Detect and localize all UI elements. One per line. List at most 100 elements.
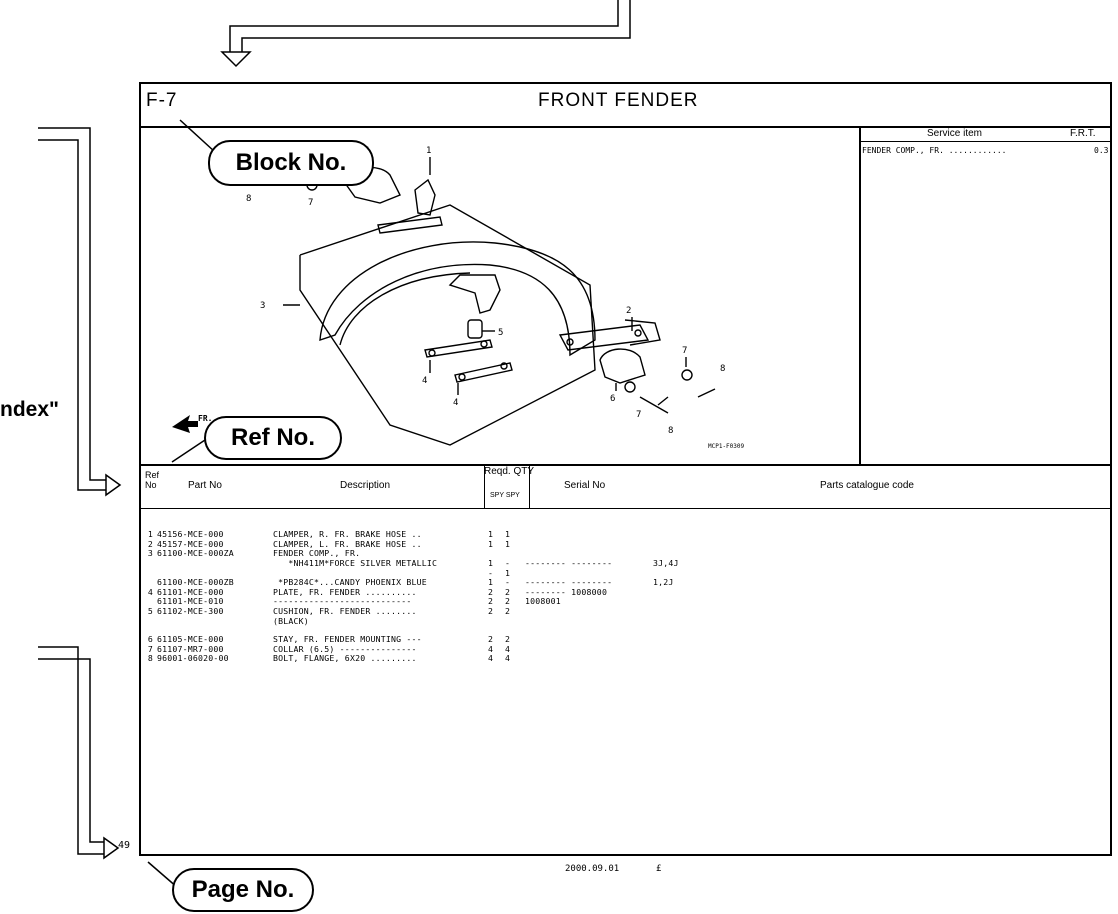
parts-q2-cell: 1 (505, 529, 511, 540)
svg-text:8: 8 (246, 194, 251, 204)
index-callout-fragment: ndex" (0, 398, 59, 421)
col-serial-no: Serial No (564, 480, 606, 491)
page-title: FRONT FENDER (538, 90, 699, 111)
parts-desc-cell: STAY, FR. FENDER MOUNTING --- (273, 634, 422, 645)
col-ref-no: Ref No (145, 470, 160, 490)
parts-q1-cell: 1 (488, 577, 494, 588)
col-part-no: Part No (188, 480, 222, 491)
parts-part-cell: 45157-MCE-000 (157, 538, 224, 549)
parts-desc-cell: *PB284C*...CANDY PHOENIX BLUE (273, 577, 427, 588)
page-number: 49 (118, 840, 131, 851)
parts-q2-cell: 4 (505, 643, 511, 654)
parts-desc-cell: COLLAR (6.5) --------------- (273, 643, 417, 654)
svg-text:3: 3 (260, 301, 265, 311)
frt-header: F.R.T. (1070, 128, 1096, 139)
parts-ref-cell: 6 (147, 634, 153, 645)
parts-q1-cell: 1 (488, 529, 494, 540)
parts-desc-cell: CLAMPER, R. FR. BRAKE HOSE .. (273, 529, 422, 540)
parts-desc-cell: (BLACK) (273, 615, 309, 626)
parts-q1-cell: 4 (488, 653, 494, 664)
parts-q1-cell: 2 (488, 634, 494, 645)
parts-q1-cell: 2 (488, 605, 494, 616)
table-row: 2 45157-MCE-000 CLAMPER, L. FR. BRAKE HOSE… (143, 538, 743, 550)
parts-part-cell: 61101-MCE-010 (157, 596, 224, 607)
svg-text:7: 7 (636, 410, 641, 420)
svg-text:8: 8 (720, 364, 725, 374)
ref-no-callout-label: Ref No. (231, 424, 315, 451)
parts-desc-cell: --------------------------- (273, 596, 412, 607)
parts-q2-cell: 4 (505, 653, 511, 664)
parts-ref-cell: 8 (147, 653, 153, 664)
parts-q2-cell: 2 (505, 596, 511, 607)
parts-part-cell: 61101-MCE-000 (157, 586, 224, 597)
parts-ref-cell: 1 (147, 529, 153, 540)
parts-part-cell: 61102-MCE-300 (157, 605, 224, 616)
svg-text:5: 5 (498, 328, 503, 338)
parts-desc-cell: CUSHION, FR. FENDER ........ (273, 605, 417, 616)
parts-part-cell: 61105-MCE-000 (157, 634, 224, 645)
svg-text:8: 8 (668, 426, 673, 436)
table-row: 6 61105-MCE-000 STAY, FR. FENDER MOUNTING … (143, 635, 743, 645)
parts-desc-cell: CLAMPER, L. FR. BRAKE HOSE .. (273, 538, 422, 549)
parts-list: 1 45156-MCE-000 CLAMPER, R. FR. BRAKE HOSE… (143, 511, 743, 674)
table-row: (BLACK) (143, 615, 743, 627)
table-row: 61100-MCE-000ZB *PB284C*...CANDY PHOENIX… (143, 578, 743, 588)
parts-serial-cell: 1008001 (525, 596, 561, 607)
col-reqd-qty: Reqd. QTY (484, 466, 535, 477)
parts-ref-cell: 3 (147, 548, 153, 559)
print-suffix: £ (656, 864, 662, 874)
svg-text:7: 7 (682, 346, 687, 356)
parts-q1-cell: - (488, 567, 494, 578)
table-row: 3 61100-MCE-000ZA FENDER COMP., FR. (143, 549, 743, 559)
block-code: F-7 (146, 90, 178, 111)
figure-code: MCP1-F0309 (708, 443, 745, 450)
parts-q2-cell: 1 (505, 567, 511, 578)
svg-text:1: 1 (426, 146, 431, 156)
col-qty-sub: SPY SPY (490, 492, 520, 499)
parts-desc-cell: BOLT, FLANGE, 6X20 ......... (273, 653, 417, 664)
catalog-page-frame (139, 82, 1112, 856)
page-no-callout: Page No. (172, 868, 314, 912)
block-no-callout: Block No. (208, 140, 374, 186)
svg-text:7: 7 (308, 198, 313, 208)
parts-part-cell: 45156-MCE-000 (157, 529, 224, 540)
parts-desc-cell: PLATE, FR. FENDER .......... (273, 586, 417, 597)
parts-ref-cell: 5 (147, 605, 153, 616)
table-row: *NH411M*FORCE SILVER METALLIC 1- -------- … (143, 557, 743, 569)
col-parts-catalogue-code: Parts catalogue code (820, 480, 914, 491)
parts-q1-cell: 1 (488, 538, 494, 549)
table-row: 1 45156-MCE-000 CLAMPER, R. FR. BRAKE HOSE… (143, 530, 743, 540)
table-row: 61101-MCE-010 ---------------------------… (143, 597, 743, 607)
parts-serial-cell: -------- -------- (525, 557, 613, 568)
parts-serial-cell: -------- -------- (525, 577, 613, 588)
col-description: Description (340, 480, 391, 491)
parts-q2-cell: - (505, 577, 511, 588)
parts-q2-cell: - (505, 557, 511, 568)
parts-q2-cell: 2 (505, 586, 511, 597)
svg-text:4: 4 (422, 376, 427, 386)
parts-q1-cell: 2 (488, 596, 494, 607)
parts-q2-cell: 1 (505, 538, 511, 549)
parts-ref-cell: 2 (147, 538, 153, 549)
parts-serial-cell: -------- 1008000 (525, 586, 608, 597)
table-row: -1 (143, 567, 743, 579)
parts-q1-cell: 1 (488, 557, 494, 568)
page-no-callout-label: Page No. (191, 876, 295, 903)
parts-part-cell: 61107-MR7-000 (157, 643, 224, 654)
parts-part-cell: 61100-MCE-000ZA (157, 548, 234, 559)
parts-q2-cell: 2 (505, 605, 511, 616)
parts-code-cell: 1,2J (653, 577, 674, 588)
parts-desc-cell: FENDER COMP., FR. (273, 548, 361, 559)
svg-text:6: 6 (610, 394, 615, 404)
svg-text:2: 2 (626, 306, 631, 316)
direction-label: FR. (198, 414, 213, 423)
svg-text:4: 4 (453, 398, 458, 408)
parts-code-cell: 3J,4J (653, 557, 679, 568)
service-item-header: Service item (927, 128, 983, 139)
print-date: 2000.09.01 (565, 864, 620, 874)
parts-desc-cell: *NH411M*FORCE SILVER METALLIC (273, 557, 438, 568)
parts-part-cell: 61100-MCE-000ZB (157, 577, 234, 588)
service-row-value: 0.3 (1094, 146, 1109, 155)
